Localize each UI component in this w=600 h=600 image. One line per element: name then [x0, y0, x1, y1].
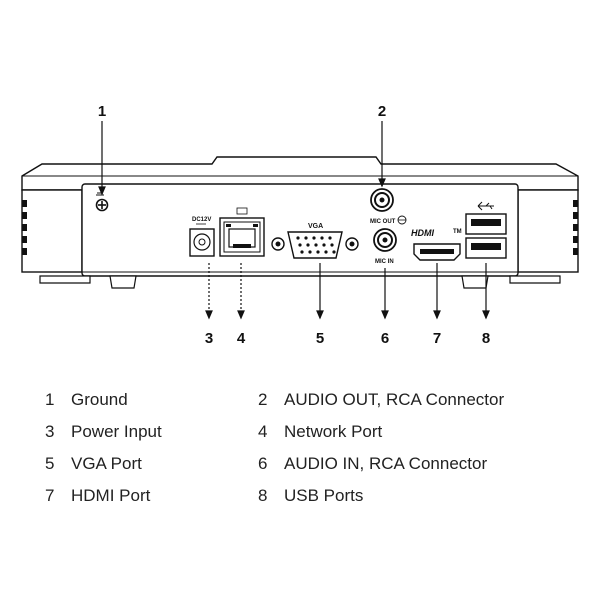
dc-label: DC12V [192, 217, 211, 223]
legend-number: 1 [45, 390, 55, 409]
legend-label: Power Input [71, 422, 162, 441]
power-input-port: DC12V [189, 217, 215, 257]
legend-number: 7 [45, 486, 55, 505]
callout-3: 3 [205, 330, 213, 347]
mic-in-label: MIC IN [375, 259, 394, 265]
legend-label: AUDIO OUT, RCA Connector [284, 390, 505, 409]
legend-label: Network Port [284, 422, 383, 441]
legend-label: AUDIO IN, RCA Connector [284, 454, 488, 473]
callout-1: 1 [98, 103, 106, 120]
port-legend: 1 Ground 2 AUDIO OUT, RCA Connector 3 Po… [0, 380, 600, 520]
legend-number: 5 [45, 454, 55, 473]
legend-number: 3 [45, 422, 55, 441]
left-side-block [21, 189, 83, 273]
legend-number: 8 [258, 486, 268, 505]
foot-left [39, 275, 91, 284]
legend-number: 4 [258, 422, 268, 441]
ground-screw-icon [95, 192, 109, 212]
right-vents [573, 200, 578, 255]
usb-icon [477, 201, 494, 211]
callout-6: 6 [381, 330, 389, 347]
vga-port: VGA [271, 223, 359, 259]
legend-label: VGA Port [71, 454, 142, 473]
callout-7: 7 [433, 330, 441, 347]
foot-left-inner [109, 275, 137, 289]
usb-ports [465, 201, 507, 259]
callout-2: 2 [378, 103, 386, 120]
audio-out-rca: MIC OUT [370, 188, 407, 225]
legend-label: HDMI Port [71, 486, 151, 505]
audio-in-rca: MIC IN [373, 228, 397, 265]
vga-label: VGA [308, 223, 323, 230]
right-side-block [517, 189, 579, 273]
hdmi-logo: HDMI [411, 228, 434, 238]
mic-out-label: MIC OUT [370, 219, 396, 225]
callout-4: 4 [237, 330, 246, 347]
legend-number: 6 [258, 454, 268, 473]
left-vents [22, 200, 27, 255]
network-port [219, 207, 265, 257]
foot-right-inner [461, 275, 489, 289]
legend-label: Ground [71, 390, 128, 409]
device-rear-panel-diagram: DC12V VGA MIC OUT [21, 103, 579, 347]
callout-5: 5 [316, 330, 324, 347]
legend-number: 2 [258, 390, 268, 409]
hdmi-port: HDMI TM [411, 228, 462, 261]
callout-8: 8 [482, 330, 490, 347]
foot-right [509, 275, 561, 284]
hdmi-tm: TM [453, 229, 462, 235]
legend-label: USB Ports [284, 486, 364, 505]
